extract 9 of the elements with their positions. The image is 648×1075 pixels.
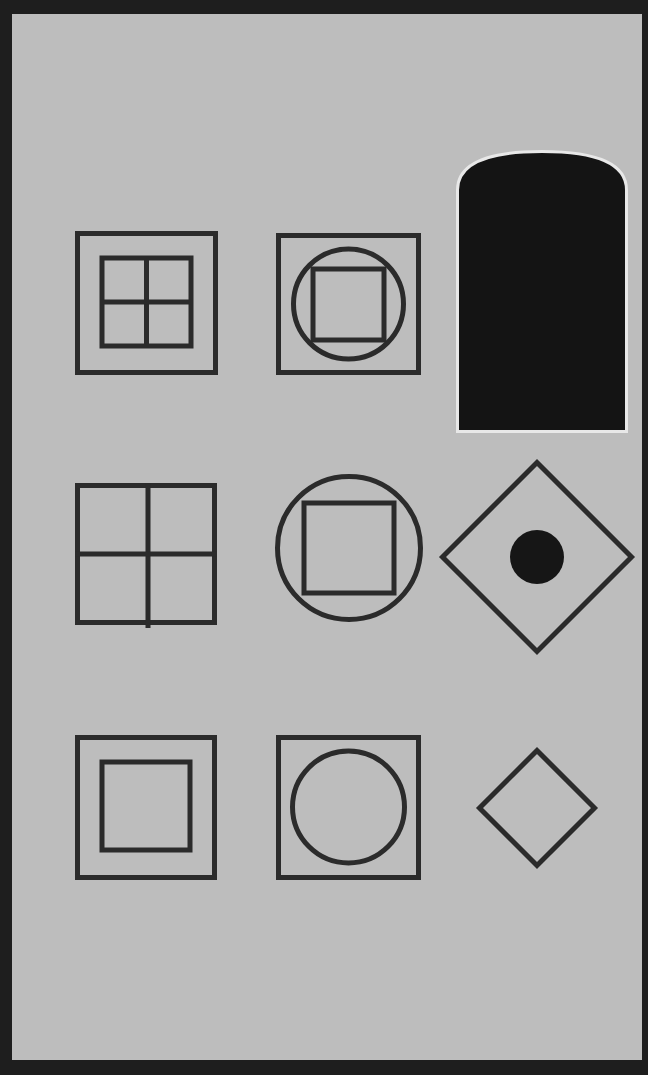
grid-square-figure xyxy=(75,231,218,375)
blank-slot xyxy=(456,150,628,433)
circle-in-square-figure xyxy=(276,735,421,880)
dotted-diamond-figure xyxy=(440,460,634,654)
diamond-figure xyxy=(477,748,597,868)
cross-square-figure xyxy=(75,483,217,625)
circle-square-figure xyxy=(276,233,421,375)
nested-square-figure xyxy=(75,735,217,880)
square-in-circle-figure xyxy=(275,474,423,622)
